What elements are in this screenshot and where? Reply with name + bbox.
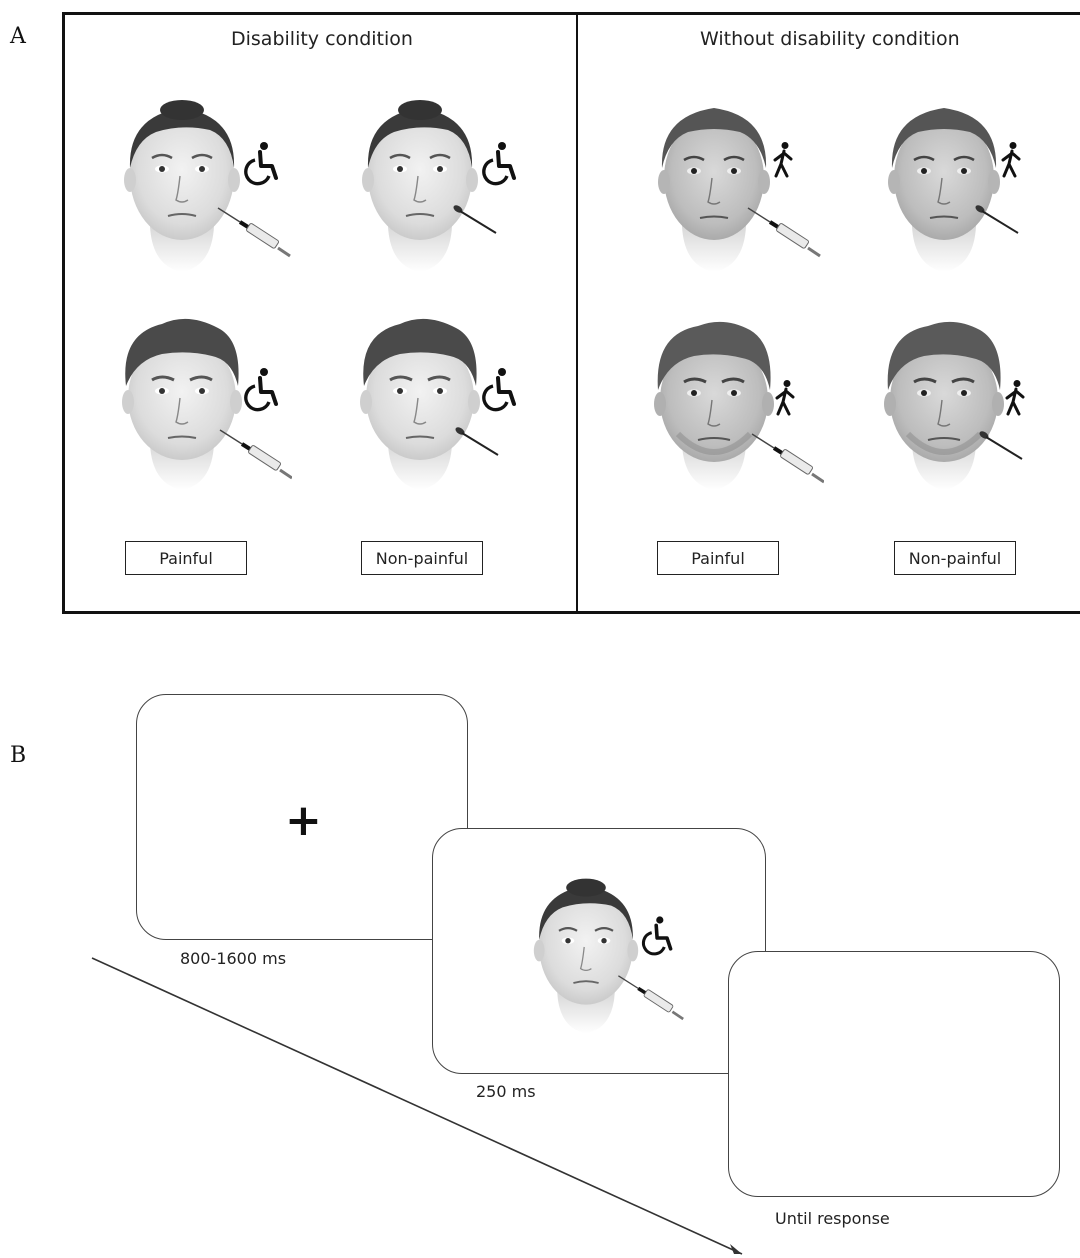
stimulus-example-female-disability-painful	[505, 857, 685, 1057]
response-screen	[728, 951, 1060, 1197]
stimulus-screen	[432, 828, 766, 1074]
panel-b-letter: B	[10, 743, 27, 768]
stimulus-duration-label: 250 ms	[476, 1082, 536, 1101]
no-disability-nonpainful-label: Non-painful	[894, 541, 1016, 575]
panel-a-frame	[62, 12, 1080, 614]
without-disability-condition-title: Without disability condition	[700, 28, 960, 50]
wheelchair-icon	[641, 914, 673, 956]
panel-a-divider	[576, 12, 578, 614]
syringe-icon	[616, 973, 685, 1021]
fixation-duration-label: 800-1600 ms	[180, 949, 287, 968]
no-disability-painful-label: Painful	[657, 541, 779, 575]
response-duration-label: Until response	[775, 1209, 890, 1228]
disability-painful-label: Painful	[125, 541, 247, 575]
fixation-screen: +	[136, 694, 468, 940]
panel-a-letter: A	[10, 24, 26, 49]
disability-nonpainful-label: Non-painful	[361, 541, 483, 575]
fixation-cross: +	[285, 795, 322, 846]
disability-condition-title: Disability condition	[231, 28, 413, 50]
